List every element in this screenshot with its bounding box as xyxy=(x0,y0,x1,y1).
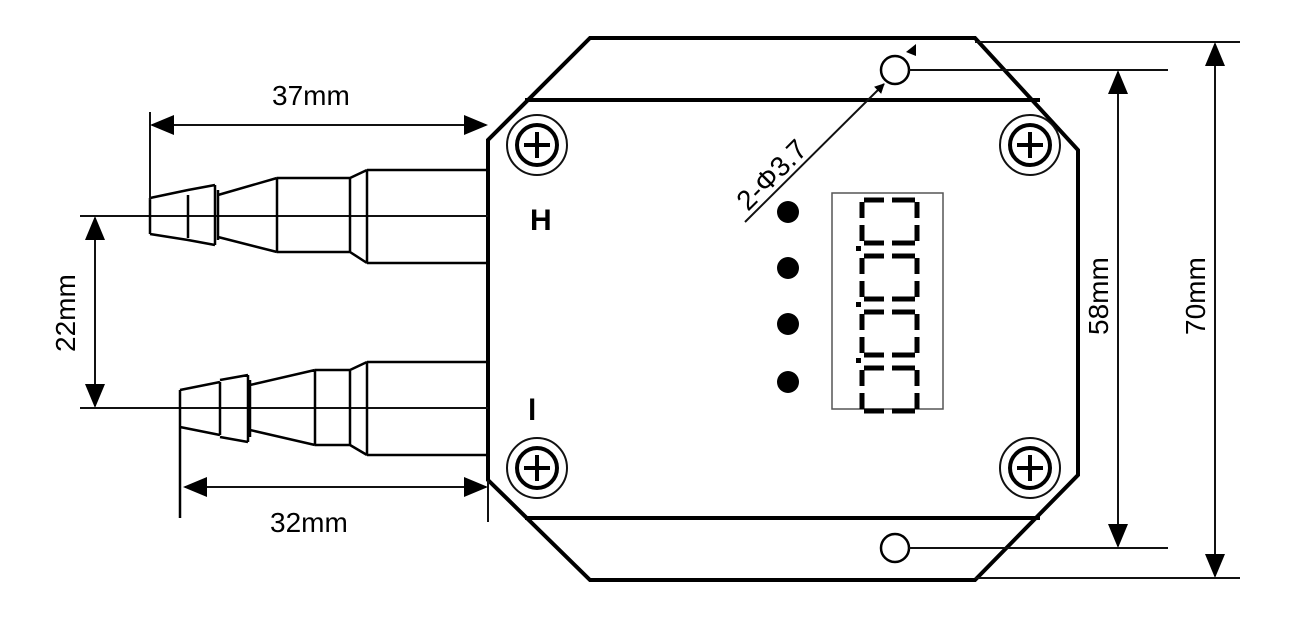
high-pressure-fitting xyxy=(80,168,488,265)
led-icon xyxy=(777,371,799,393)
mount-hole-spec-label: 2-Φ3.7 xyxy=(730,133,813,216)
port-spacing-label: 22mm xyxy=(50,274,81,352)
seven-segment-display xyxy=(831,192,944,414)
indicator-leds xyxy=(777,201,799,393)
overall-height-label: 70mm xyxy=(1180,257,1211,335)
mount-hole-spacing-label: 58mm xyxy=(1083,257,1114,335)
screw-icon xyxy=(999,114,1061,176)
high-port-label: H xyxy=(530,204,552,237)
screw-icon xyxy=(506,114,568,176)
screw-icon xyxy=(999,437,1061,499)
mounting-hole xyxy=(879,54,911,86)
decimal-point xyxy=(856,358,861,363)
screw-icon xyxy=(506,437,568,499)
decimal-point xyxy=(856,302,861,307)
digit xyxy=(859,365,920,414)
led-icon xyxy=(777,313,799,335)
mounting-hole xyxy=(879,532,911,564)
digit xyxy=(859,309,920,358)
high-port-length-label: 37mm xyxy=(272,80,350,111)
digit xyxy=(859,197,920,246)
digit xyxy=(859,253,920,302)
low-port-length-label: 32mm xyxy=(270,507,348,538)
led-icon xyxy=(777,201,799,223)
low-port-label: l xyxy=(528,394,536,427)
led-icon xyxy=(777,257,799,279)
decimal-point xyxy=(856,246,861,251)
housing xyxy=(486,36,1080,582)
low-pressure-fitting xyxy=(80,360,488,518)
